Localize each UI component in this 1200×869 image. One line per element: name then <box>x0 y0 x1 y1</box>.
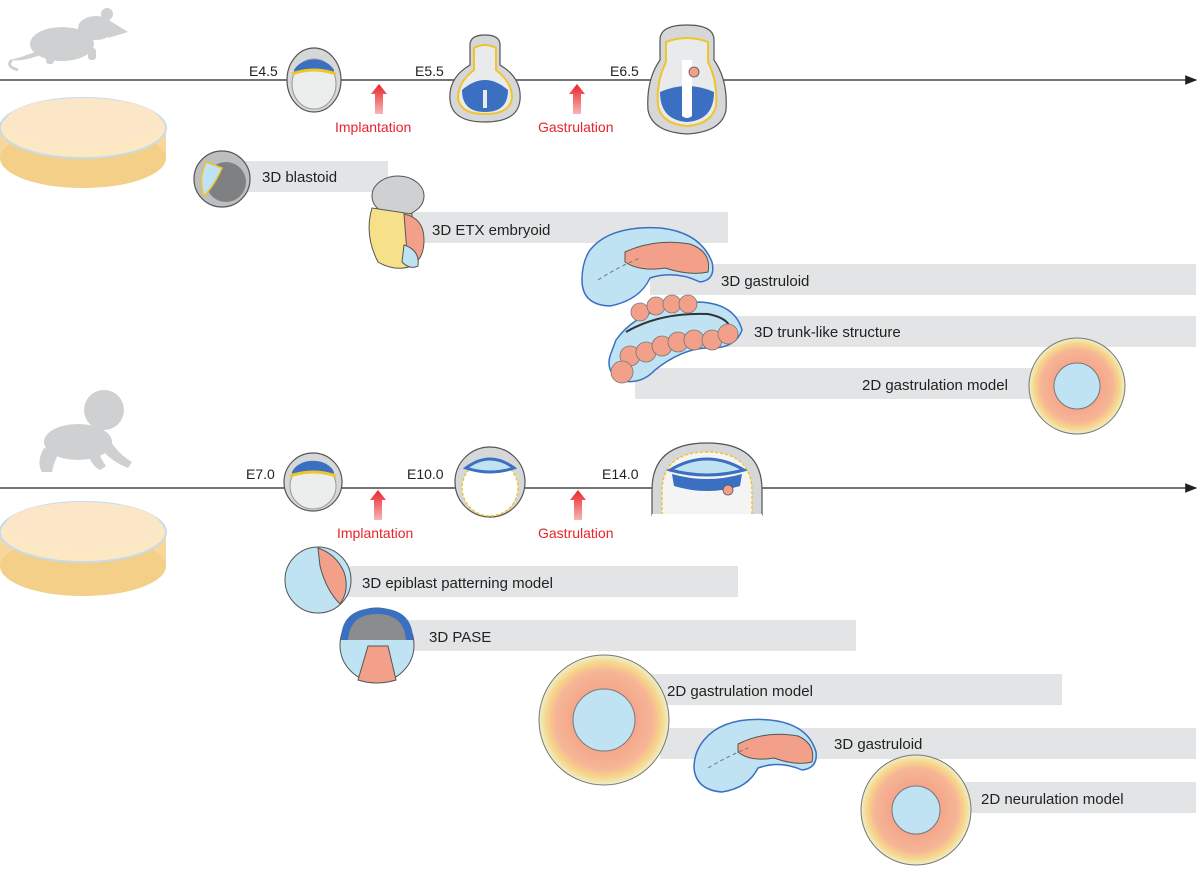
stage-label-e7-0: E7.0 <box>246 466 275 482</box>
model-label: 3D ETX embryoid <box>432 222 550 239</box>
petri-dish-icon <box>0 97 167 188</box>
implantation-arrow-icon <box>371 84 387 114</box>
etx-embryoid-icon <box>368 175 425 269</box>
blastoid-icon <box>193 150 251 208</box>
stage-label-e4-5: E4.5 <box>249 63 278 79</box>
model-bar <box>650 264 1196 295</box>
model-label: 3D gastruloid <box>721 273 809 290</box>
embryo-e6-5-icon <box>647 24 727 135</box>
human-gastruloid-icon <box>693 718 817 793</box>
event-label-gastrulation: Gastrulation <box>538 119 613 135</box>
stage-label-e14-0: E14.0 <box>602 466 639 482</box>
model-bar <box>930 782 1196 813</box>
model-label: 3D gastruloid <box>834 736 922 753</box>
human-2d-gastrulation-icon <box>538 654 670 786</box>
stage-label-e10-0: E10.0 <box>407 466 444 482</box>
stage-label-e5-5: E5.5 <box>415 63 444 79</box>
model-bar <box>630 674 1062 705</box>
mouse-gastruloid-icon <box>581 226 714 307</box>
model-label: 3D blastoid <box>262 169 337 186</box>
embryo-e14-0-icon <box>651 442 763 516</box>
trunk-like-structure-icon <box>608 294 743 384</box>
model-label: 3D PASE <box>429 629 491 646</box>
model-bar <box>320 566 738 597</box>
model-bar <box>390 620 856 651</box>
model-bar <box>226 161 388 192</box>
embryo-e5-5-icon <box>449 34 521 123</box>
model-label: 3D trunk-like structure <box>754 324 901 341</box>
model-label: 2D gastrulation model <box>667 683 813 700</box>
mouse-silhouette-icon <box>8 8 128 72</box>
epiblast-patterning-icon <box>284 546 352 614</box>
model-label: 2D gastrulation model <box>862 377 1008 394</box>
stage-label-e6-5: E6.5 <box>610 63 639 79</box>
model-bar <box>660 316 1196 347</box>
embryo-e4-5-icon <box>286 47 342 113</box>
model-label: 2D neurulation model <box>981 791 1124 808</box>
event-label-implantation: Implantation <box>337 525 413 541</box>
human-panel: E7.0 E10.0 E14.0 Implantation Gastrulati… <box>0 390 1198 866</box>
model-label: 3D epiblast patterning model <box>362 575 553 592</box>
mouse-2d-gastrulation-icon <box>1028 337 1126 435</box>
pase-icon <box>339 607 415 684</box>
event-label-gastrulation: Gastrulation <box>538 525 613 541</box>
gastrulation-arrow-icon <box>570 490 586 520</box>
implantation-arrow-icon <box>370 490 386 520</box>
gastrulation-arrow-icon <box>569 84 585 114</box>
petri-dish-icon <box>0 501 167 596</box>
embryo-e7-0-icon <box>283 452 343 512</box>
baby-silhouette-icon <box>39 390 132 472</box>
event-label-implantation: Implantation <box>335 119 411 135</box>
neurulation-model-icon <box>860 754 972 866</box>
model-bar <box>635 368 1055 399</box>
embryo-e10-0-icon <box>454 446 526 518</box>
mouse-panel: E4.5 E5.5 E6.5 Implantation Gastrulation <box>0 8 1198 435</box>
